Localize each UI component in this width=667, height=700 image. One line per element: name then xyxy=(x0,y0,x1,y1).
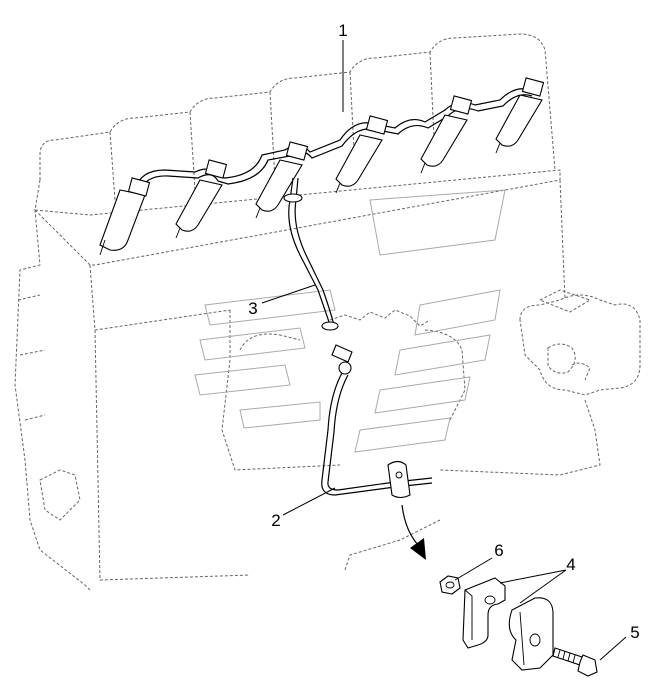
injector-1 xyxy=(99,177,151,256)
injector-4 xyxy=(335,115,389,194)
callout-4: 4 xyxy=(566,555,575,574)
hex-nut xyxy=(439,575,461,595)
injector-3 xyxy=(255,141,309,219)
leak-off-line xyxy=(283,177,339,331)
callout-5: 5 xyxy=(630,623,639,642)
callout-1: 1 xyxy=(338,21,347,40)
injector-2 xyxy=(175,159,228,239)
bolt xyxy=(552,647,598,677)
callout-6: 6 xyxy=(494,541,503,560)
injector-6 xyxy=(495,77,545,154)
clamp-detail xyxy=(439,575,598,677)
callout-2: 2 xyxy=(271,511,280,530)
leader-lines xyxy=(261,40,627,661)
fuel-injector-line-assembly xyxy=(134,88,533,193)
clamp-half-front xyxy=(462,577,506,649)
injector-set xyxy=(99,77,545,256)
injector-5 xyxy=(420,95,473,174)
fuel-pump-housing xyxy=(519,289,641,396)
detail-arrow xyxy=(401,504,426,560)
engine-block-outline xyxy=(14,33,601,591)
fuel-return-line xyxy=(321,344,433,499)
callout-3: 3 xyxy=(248,299,257,318)
clamp-half-rear xyxy=(508,597,554,671)
watermark-logo xyxy=(194,189,506,453)
